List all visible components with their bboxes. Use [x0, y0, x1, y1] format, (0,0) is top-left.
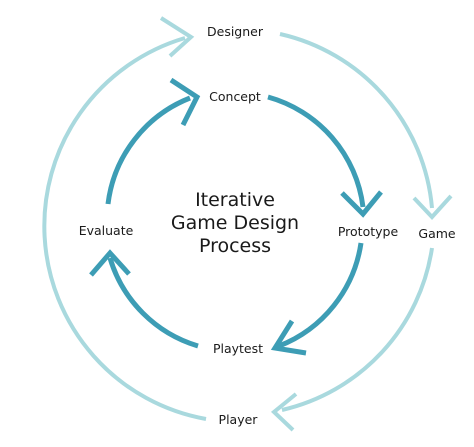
node-player: Player	[219, 412, 259, 427]
inner-arrowhead-playtest	[270, 319, 307, 356]
outer-arrowhead-player	[270, 392, 298, 432]
outer-arc-player-to-designer	[42, 36, 207, 421]
node-game: Game	[418, 226, 456, 241]
inner-arrowhead-concept	[169, 77, 201, 127]
inner-arrowhead-evaluate	[89, 249, 131, 277]
center-title-line-1: Iterative	[195, 189, 275, 211]
node-playtest: Playtest	[213, 341, 263, 356]
labels: Designer Game Player Concept Prototype P…	[79, 24, 456, 427]
inner-arc-prototype-to-playtest	[278, 242, 364, 349]
node-prototype: Prototype	[338, 224, 399, 239]
inner-arc-concept-to-prototype	[267, 94, 366, 208]
inner-arc-playtest-to-evaluate	[107, 257, 199, 349]
inner-arrowhead-prototype	[340, 190, 383, 218]
inner-arc-evaluate-to-concept	[105, 95, 191, 205]
outer-arrowhead-designer	[159, 16, 195, 58]
inner-cycle	[89, 77, 383, 356]
center-title-line-3: Process	[199, 235, 271, 257]
outer-arc-designer-to-game	[279, 32, 434, 209]
node-concept: Concept	[209, 89, 261, 104]
center-title-line-2: Game Design	[171, 212, 299, 234]
outer-arc-game-to-player	[281, 247, 434, 412]
node-designer: Designer	[207, 24, 264, 39]
outer-cycle	[42, 16, 453, 432]
node-evaluate: Evaluate	[79, 223, 134, 238]
outer-arrowhead-game	[412, 194, 453, 220]
